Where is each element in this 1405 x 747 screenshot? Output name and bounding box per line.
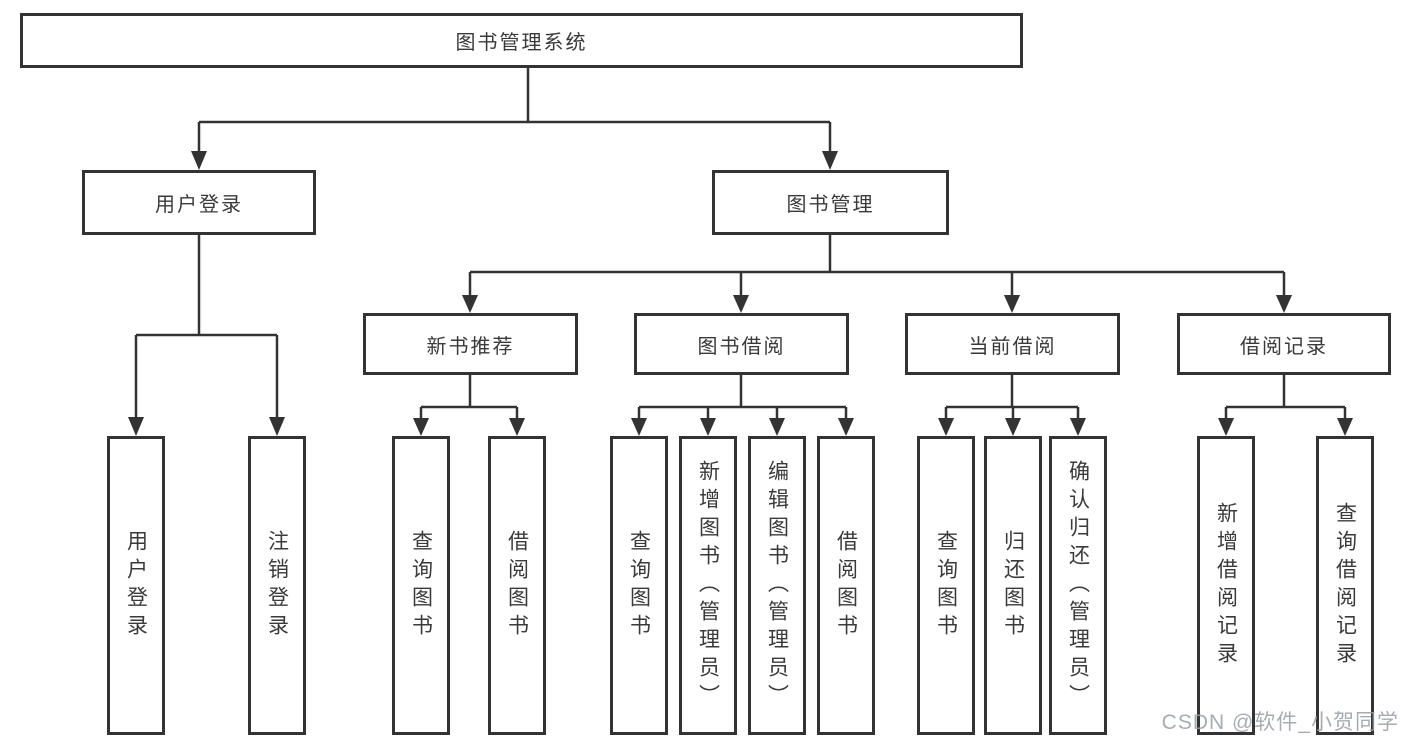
node-library-system: 图书管理系统: [20, 13, 1023, 68]
node-user-login: 用户登录: [82, 170, 316, 235]
leaf-query-books-1: 查询图书: [392, 436, 450, 735]
leaf-add-book-admin-label: 新增图书（管理员）: [696, 459, 720, 712]
leaf-query-borrow-record-label: 查询借阅记录: [1333, 501, 1357, 670]
node-book-borrow: 图书借阅: [634, 313, 849, 375]
node-current-borrow-label: 当前借阅: [968, 335, 1057, 358]
leaf-borrow-books-1-label: 借阅图书: [505, 529, 529, 642]
node-library-system-label: 图书管理系统: [455, 32, 588, 54]
leaf-query-books-2: 查询图书: [610, 436, 668, 735]
node-borrow-records-label: 借阅记录: [1240, 335, 1328, 358]
csdn-watermark: CSDN @软件_小贺同学: [1161, 711, 1399, 734]
node-current-borrow: 当前借阅: [905, 313, 1120, 375]
leaf-add-book-admin: 新增图书（管理员）: [679, 436, 737, 735]
leaf-borrow-books-1: 借阅图书: [488, 436, 546, 735]
leaf-return-books-label: 归还图书: [1001, 529, 1025, 642]
leaf-query-borrow-record: 查询借阅记录: [1316, 436, 1374, 735]
leaf-logout-label: 注销登录: [265, 529, 289, 642]
leaf-user-login: 用户登录: [107, 436, 165, 735]
node-book-management: 图书管理: [712, 170, 949, 235]
node-book-management-label: 图书管理: [786, 194, 875, 216]
leaf-borrow-books-2: 借阅图书: [817, 436, 875, 735]
leaf-query-books-3: 查询图书: [917, 436, 975, 735]
node-borrow-records: 借阅记录: [1177, 313, 1391, 375]
leaf-query-books-1-label: 查询图书: [409, 529, 433, 642]
leaf-query-books-2-label: 查询图书: [627, 529, 651, 642]
leaf-borrow-books-2-label: 借阅图书: [834, 529, 858, 642]
node-user-login-label: 用户登录: [155, 194, 243, 216]
node-book-borrow-label: 图书借阅: [697, 335, 786, 358]
leaf-confirm-return-admin-label: 确认归还（管理员）: [1066, 459, 1090, 712]
leaf-return-books: 归还图书: [984, 436, 1042, 735]
leaf-confirm-return-admin: 确认归还（管理员）: [1049, 436, 1107, 735]
leaf-query-books-3-label: 查询图书: [934, 529, 958, 642]
node-new-book-recommend-label: 新书推荐: [426, 335, 515, 358]
leaf-add-borrow-record: 新增借阅记录: [1197, 436, 1255, 735]
leaf-edit-book-admin: 编辑图书（管理员）: [748, 436, 806, 735]
leaf-add-borrow-record-label: 新增借阅记录: [1214, 501, 1238, 670]
node-new-book-recommend: 新书推荐: [363, 313, 578, 375]
leaf-logout: 注销登录: [248, 436, 306, 735]
leaf-user-login-label: 用户登录: [124, 529, 148, 642]
leaf-edit-book-admin-label: 编辑图书（管理员）: [765, 459, 789, 712]
